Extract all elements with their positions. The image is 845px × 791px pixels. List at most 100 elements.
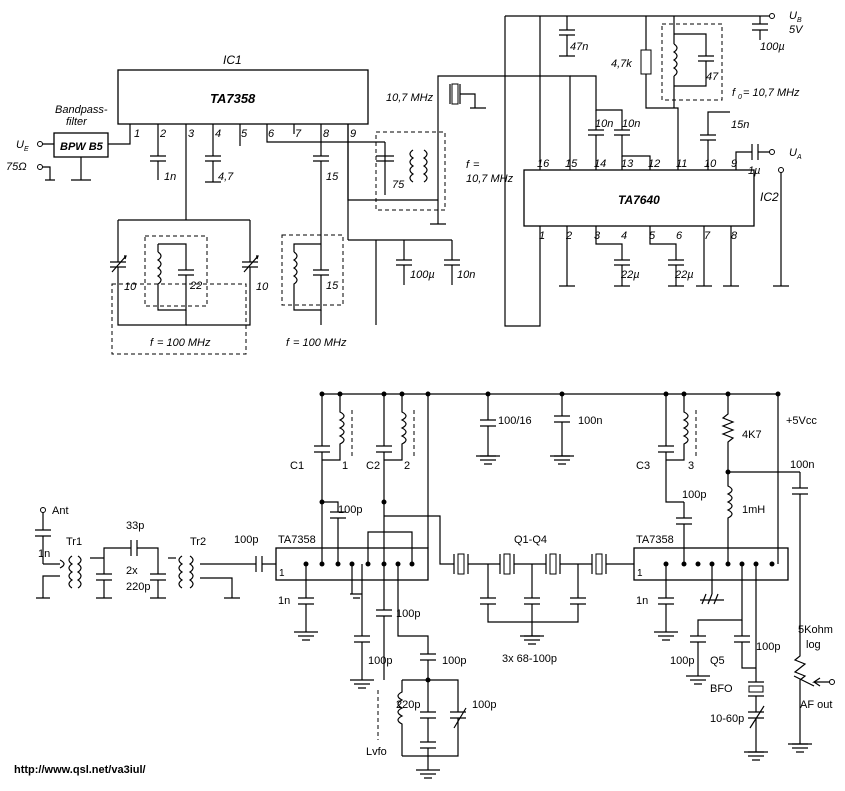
caps-3x-label: 3x 68-100p [502,653,557,665]
ic1-pin-6: 6 [268,128,275,140]
ant-label: Ant [52,505,69,517]
cap-100p-a-label: 100p [338,504,362,516]
cap-100p-vfo-label: 100p [472,699,496,711]
cap-75-label: 75 [392,179,405,191]
ic2-pin-15: 15 [565,158,578,170]
cap-10b-label: 10 [256,281,269,293]
ic1: IC1 TA7358 1 2 3 4 5 6 7 8 9 [117,53,369,140]
ic2-pin-5: 5 [649,230,656,242]
crystal-q2 [499,553,515,575]
cap-1n-left-label: 1n [278,595,290,607]
ua-label: U [789,147,797,159]
ic2-pin-3: 3 [594,230,601,242]
bandpass-label: Bandpass- [55,104,108,116]
ta7358-left-pin1: 1 [279,568,285,579]
cap-4-7-label: 4,7 [218,171,234,183]
cap-10a-label: 10 [124,281,137,293]
crystal-q4 [591,553,607,575]
ic1-pin-7: 7 [295,128,302,140]
if-f0-rest: = [473,159,480,171]
ic1-pin-9: 9 [350,128,356,140]
cap-100p-b-label: 100p [396,608,420,620]
cap-15b-label: 15 [326,280,339,292]
ic2-part: TA7640 [618,193,660,207]
ic1-pin-5: 5 [241,128,248,140]
ic1-pin-2: 2 [159,128,166,140]
cap-33p-label: 33p [126,520,144,532]
cap-1u-label: 1µ [748,165,760,177]
cap-10n-label: 10n [457,269,475,281]
ta7358-left-label: TA7358 [278,534,316,546]
ic2-body [523,169,755,227]
q1-q4-label: Q1-Q4 [514,534,547,546]
crystal-q3 [545,553,561,575]
cap-100p-in-label: 100p [234,534,258,546]
rf-f0-right: f [286,337,290,349]
cap-2x-label: 2x [126,565,138,577]
ta7358-right-pin1: 1 [637,568,643,579]
ub-label: U [789,10,797,22]
l-1mh-label: 1mH [742,504,765,516]
cap-100p-r2-label: 100p [756,641,780,653]
tr1-label: Tr1 [66,536,82,548]
ic2-pin-8: 8 [731,230,738,242]
cap-47n-label: 47n [570,41,588,53]
ic2-pin-13: 13 [621,158,634,170]
bfo-label: BFO [710,683,733,695]
pot-log-label: log [806,639,821,651]
bandpass-label-2: filter [66,116,88,128]
cap-15n-label: 15n [731,119,749,131]
cap-100u-label: 100µ [410,269,435,281]
filter-f0-sub: 0 [738,94,742,101]
l2-label: 2 [404,460,410,472]
r-4-7k-label: 4,7k [611,58,632,70]
cap-22u-a-label: 22µ [620,269,640,281]
ub-sub: B [797,17,802,24]
c3-label: C3 [636,460,650,472]
ub-voltage: 5V [789,24,804,36]
cap-22u-b-label: 22µ [674,269,694,281]
c2-label: C2 [366,460,380,472]
cap-47-label: 47 [706,71,719,83]
ic2-pin-16: 16 [537,158,550,170]
cap-100u-b-label: 100µ [760,41,785,53]
cap-10n-b-label: 10n [595,118,613,130]
ic1-ref: IC1 [223,53,242,67]
cap-1n-right-label: 1n [636,595,648,607]
if-f0-val: 10,7 MHz [466,173,514,185]
ic2-pin-7: 7 [704,230,711,242]
c1-label: C1 [290,460,304,472]
ic1-part: TA7358 [210,91,256,106]
ic1-pin-3: 3 [188,128,195,140]
l1-label: 1 [342,460,348,472]
l3-label: 3 [688,460,694,472]
ta7358-right-label: TA7358 [636,534,674,546]
cap-1n-label: 1n [164,171,176,183]
cap-1n-ant-label: 1n [38,548,50,560]
cap-100p-c-label: 100p [368,655,392,667]
input-ue-sub: E [24,146,29,153]
r-4k7-label: 4K7 [742,429,762,441]
ic2-pin-14: 14 [594,158,606,170]
bandpass-part: BPW B5 [60,141,104,153]
cap-15-label: 15 [326,171,339,183]
filter-f0: f [732,87,736,99]
cap-220p-label: 220p [126,581,150,593]
ic2-pin-9: 9 [731,158,737,170]
ic1-pin-4: 4 [215,128,221,140]
ic1-body [117,69,369,125]
ic1-pin-1: 1 [134,128,140,140]
ic2-pin-6: 6 [676,230,683,242]
cap-100n-label: 100n [578,415,602,427]
cap-22-label: 22 [189,280,202,292]
ic2-pin-10: 10 [704,158,717,170]
rf-f0-left: f [150,337,154,349]
ua-sub: A [796,154,802,161]
input-ue: U [16,139,24,151]
footer-url[interactable]: http://www.qsl.net/va3iul/ [14,764,146,776]
cap-100n-out-label: 100n [790,459,814,471]
ic2-pin-12: 12 [648,158,660,170]
crystal-q1 [453,553,469,575]
ic2-pin-4: 4 [621,230,627,242]
